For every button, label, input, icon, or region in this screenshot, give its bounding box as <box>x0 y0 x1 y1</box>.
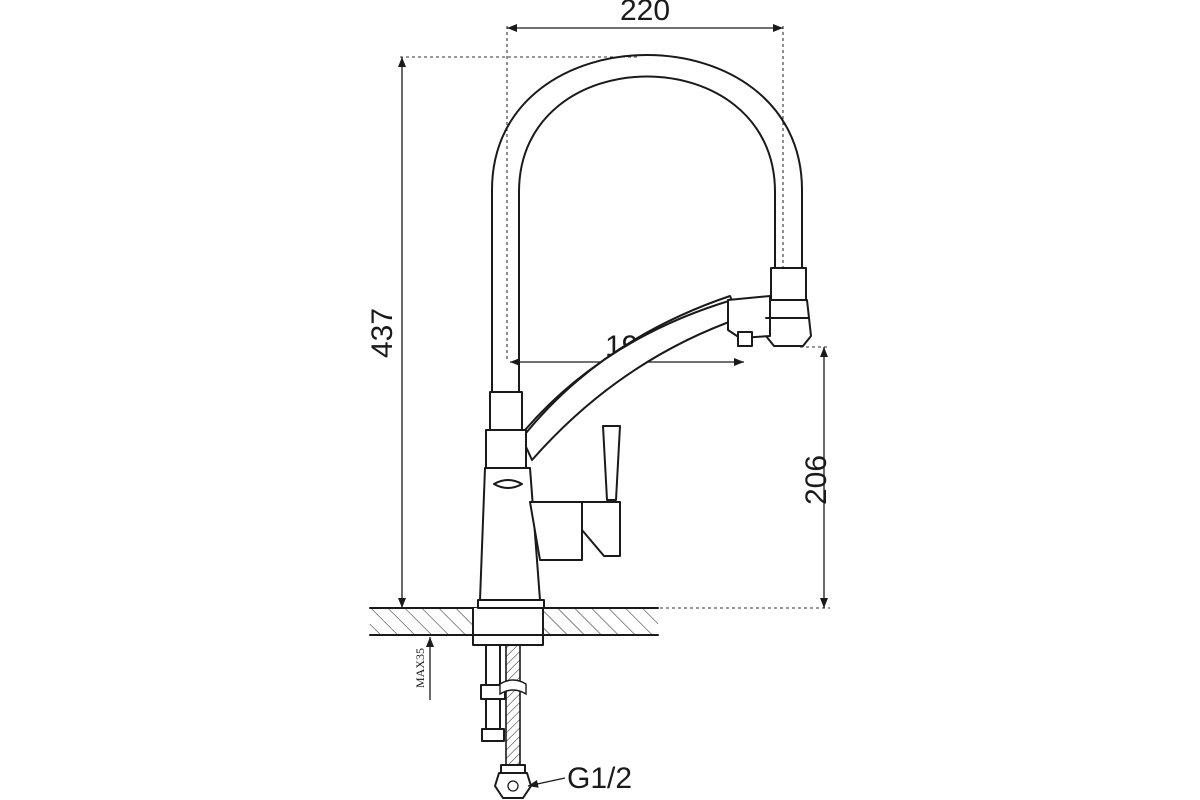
dimension-label-437: 437 <box>366 308 399 358</box>
thread-callout: G1/2 <box>527 762 632 795</box>
max-thickness-marker: MAX35 <box>413 637 434 700</box>
max-thickness-label: MAX35 <box>413 648 427 688</box>
dimension-spout-height: 206 <box>800 347 833 608</box>
thread-label: G1/2 <box>567 762 632 795</box>
supply-hose <box>494 644 532 799</box>
dimension-label-220: 220 <box>620 0 670 27</box>
faucet-spout-arm <box>521 295 741 461</box>
dimension-width-overall: 220 <box>507 0 783 32</box>
mounting-assembly <box>472 634 544 742</box>
countertop <box>369 607 659 636</box>
dimension-label-206: 206 <box>800 455 833 505</box>
faucet-spray-head <box>727 267 812 347</box>
faucet-lever-handle <box>529 425 621 561</box>
faucet-body <box>477 391 545 609</box>
dimension-height-overall: 437 <box>366 57 406 608</box>
faucet-gooseneck <box>491 54 803 393</box>
